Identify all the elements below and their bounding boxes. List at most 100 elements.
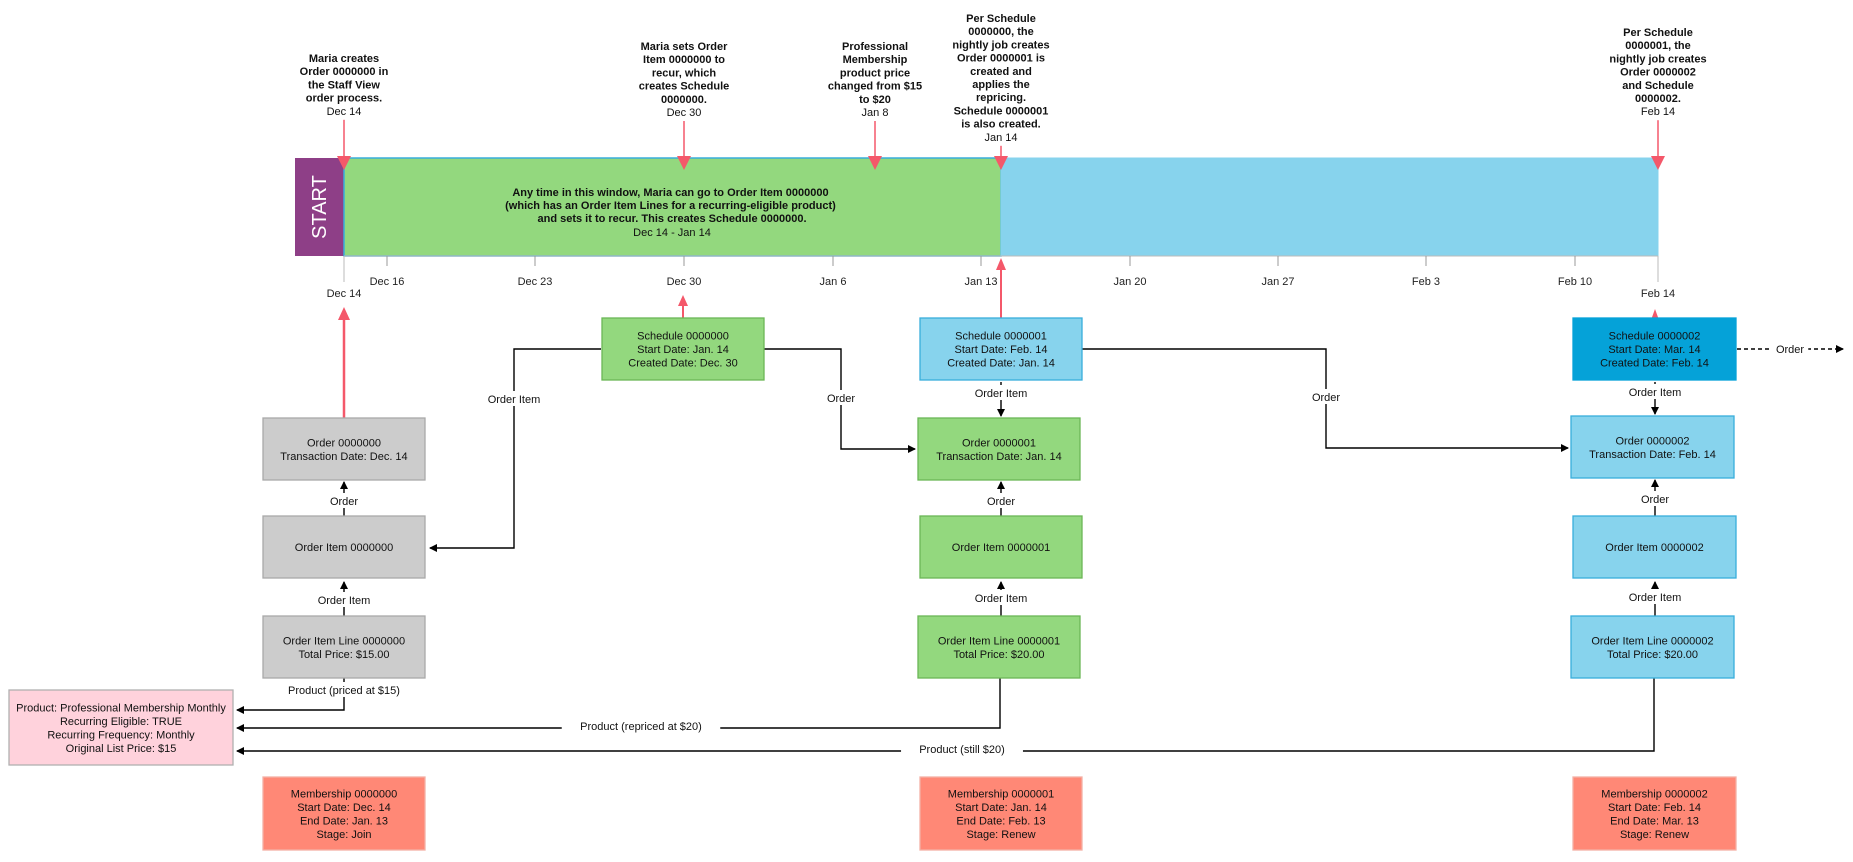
event-text-line: Membership (843, 54, 908, 66)
membership-1-box-text: Stage: Renew (966, 829, 1035, 841)
connector-label: Product (still $20) (901, 741, 1023, 756)
membership-0-box-text: Start Date: Dec. 14 (297, 802, 391, 814)
order-item-2-box-text: Order Item 0000002 (1605, 542, 1703, 554)
connector-label: Order (1771, 341, 1809, 356)
event-text-line: Schedule 0000001 (954, 105, 1049, 117)
event-text-line: Professional (842, 41, 908, 53)
order-item-1-box-text: Order Item 0000001 (952, 542, 1050, 554)
membership-2-box-shape (1572, 776, 1737, 851)
product-box-text: Recurring Frequency: Monthly (47, 729, 195, 741)
connector-label: Order (1636, 491, 1674, 506)
connector-label-bg (325, 493, 363, 508)
connector-label: Order Item (1621, 384, 1689, 399)
order-item-0-box-text: Order Item 0000000 (295, 542, 393, 554)
connector-label-bg (901, 741, 1023, 756)
membership-1-box-shape (919, 776, 1083, 851)
connector-label-bg (1771, 341, 1809, 356)
arrowhead-icon (678, 295, 688, 306)
svg-text:Any time in this window, Maria: Any time in this window, Maria can go to… (505, 187, 839, 225)
connector-label: Order Item (967, 590, 1035, 605)
event-text-line: Maria creates (309, 53, 379, 65)
product-box-text: Original List Price: $15 (66, 743, 177, 755)
order-item-1-box: Order Item 0000001 (919, 515, 1083, 579)
order-2-box-text: Order 0000002 (1616, 435, 1690, 447)
connector-label-bg (480, 391, 548, 406)
order-item-line-1-box-shape (917, 615, 1081, 679)
order-item-line-2-box-text: Total Price: $20.00 (1607, 649, 1698, 661)
event-text-line: 0000000, the (968, 26, 1033, 38)
membership-2-box-text: Start Date: Feb. 14 (1608, 802, 1701, 814)
connector-label-text: Order (1641, 494, 1669, 506)
membership-1-box-text: End Date: Feb. 13 (956, 815, 1045, 827)
connector-label: Order (1307, 389, 1345, 404)
schedule-0-box-shape (601, 317, 765, 381)
membership-0-box-shape (262, 776, 426, 851)
order-item-line-0-box-text: Order Item Line 0000000 (283, 635, 405, 647)
connector-label-bg (967, 590, 1035, 605)
schedule-1-box-text: Schedule 0000001 (955, 331, 1047, 343)
connector-label-text: Product (repriced at $20) (580, 721, 702, 733)
connector-label-text: Order Item (318, 595, 371, 607)
axis-tick-label: Feb 10 (1558, 276, 1592, 288)
event-text-line: Per Schedule (966, 13, 1036, 25)
membership-1-box-text: Membership 0000001 (948, 788, 1054, 800)
axis-tick-label: Jan 27 (1261, 276, 1294, 288)
membership-0-box-text: Membership 0000000 (291, 788, 397, 800)
event-text-line: Per Schedule (1623, 27, 1693, 39)
connector-label-text: Order (1776, 344, 1804, 356)
connector-label-bg (1636, 491, 1674, 506)
connector-label: Order (982, 493, 1020, 508)
connector-label-bg (561, 718, 721, 733)
connector-label-text: Order (1312, 392, 1340, 404)
window-date-range: Dec 14 - Jan 14 (633, 227, 711, 239)
connector-label-text: Order Item (975, 593, 1028, 605)
schedule0-to-orderitem0-connector (429, 348, 601, 552)
red-connectors (338, 258, 1659, 418)
window-text-line: and sets it to recur. This creates Sched… (537, 213, 806, 225)
order-0-box-text: Order 0000000 (307, 437, 381, 449)
event-text-line: nightly job creates (952, 39, 1049, 51)
order-0-box-text: Transaction Date: Dec. 14 (280, 451, 407, 463)
connector-label-text: Order (987, 496, 1015, 508)
order-item-0-box-shape (262, 515, 426, 579)
event-text-line: Order 0000000 in (300, 66, 389, 78)
product-box-text: Recurring Eligible: TRUE (60, 716, 182, 728)
event-text-line: Order 0000001 is (957, 53, 1045, 65)
connector-label-bg (1621, 384, 1689, 399)
order-1-box-text: Transaction Date: Jan. 14 (936, 451, 1062, 463)
order-item-2-box-shape (1572, 515, 1737, 579)
order-1-box-text: Order 0000001 (962, 437, 1036, 449)
schedule-1-box-text: Start Date: Feb. 14 (955, 344, 1048, 356)
event-text-line: Order 0000002 (1620, 67, 1696, 79)
order-item-0-box: Order Item 0000000 (262, 515, 426, 579)
arrowhead-icon (994, 156, 1008, 170)
schedule-0-box-text: Start Date: Jan. 14 (637, 344, 729, 356)
event-text-line: creates Schedule (639, 81, 730, 93)
order-item-1-box-shape (919, 515, 1083, 579)
connector-label-text: Order Item (1629, 592, 1682, 604)
schedule-2-box-shape (1572, 317, 1737, 381)
recurrence-window-band (343, 157, 1002, 257)
schedule-1-box-shape (919, 317, 1083, 381)
event-text-line: recur, which (652, 67, 716, 79)
event-date: Dec 14 (327, 106, 362, 118)
order-item-line-0-box-text: Total Price: $15.00 (298, 649, 389, 661)
event-text-line: to $20 (859, 94, 891, 106)
schedule-0-box-text: Created Date: Dec. 30 (628, 358, 737, 370)
event-text-line: Item 0000000 to (643, 54, 725, 66)
event-date: Jan 14 (984, 132, 1017, 144)
membership-2-box-text: Stage: Renew (1620, 829, 1689, 841)
axis-tick-label: Feb 3 (1412, 276, 1440, 288)
